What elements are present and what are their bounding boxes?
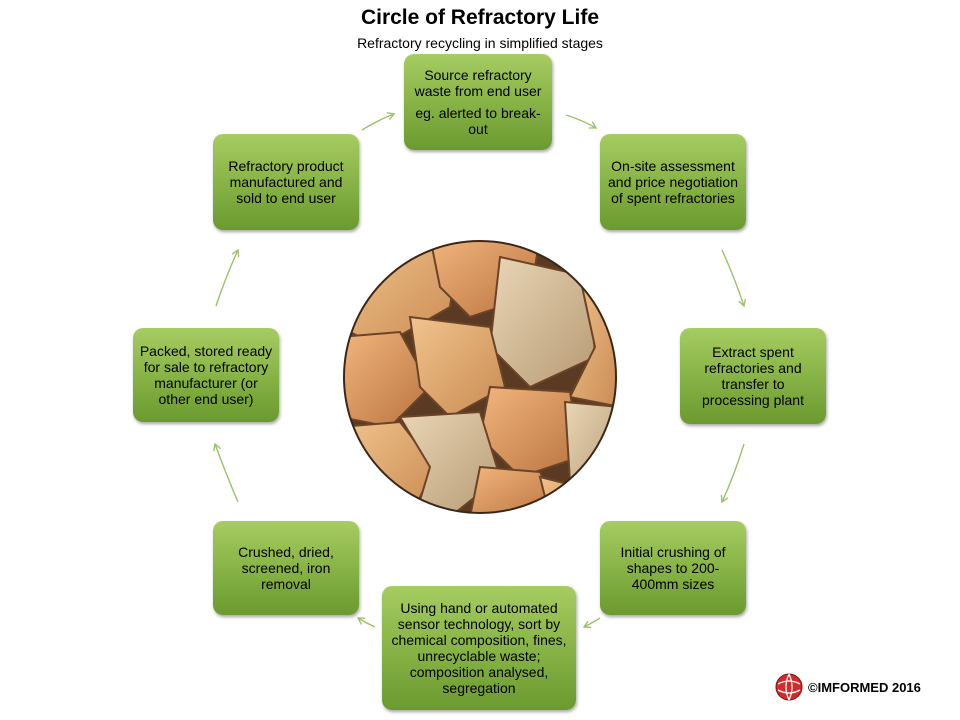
- stage-text: Initial crushing of shapes to 200-400mm …: [620, 544, 726, 592]
- copyright: ©IMFORMED 2016: [774, 672, 921, 702]
- stage-crushed-dried: Crushed, dried, screened, iron removal: [213, 521, 359, 615]
- stage-sorting: Using hand or automated sensor technolog…: [382, 586, 576, 710]
- stage-packed-stored: Packed, stored ready for sale to refract…: [133, 328, 279, 422]
- stage-initial-crushing: Initial crushing of shapes to 200-400mm …: [600, 521, 746, 615]
- stage-product-manufactured: Refractory product manufactured and sold…: [213, 134, 359, 230]
- stage-text: On-site assessment and price negotiation…: [608, 158, 738, 206]
- stage-onsite-assessment: On-site assessment and price negotiation…: [600, 134, 746, 230]
- imformed-logo-icon: [775, 673, 803, 701]
- diagram-subtitle: Refractory recycling in simplified stage…: [357, 35, 603, 51]
- refractory-bricks-photo: [343, 240, 617, 514]
- stage-text: Source refractory waste from end user: [414, 67, 542, 99]
- stage-text: Refractory product manufactured and sold…: [228, 158, 344, 206]
- arrow-7-to-8: [215, 248, 240, 307]
- arrow-2-to-3: [721, 249, 747, 308]
- stage-source-waste: Source refractory waste from end user eg…: [404, 54, 552, 150]
- diagram-title: Circle of Refractory Life: [360, 6, 600, 29]
- stage-text: Extract spent refractories and transfer …: [702, 344, 804, 408]
- stage-text: Packed, stored ready for sale to refract…: [139, 343, 273, 407]
- copyright-text: ©IMFORMED 2016: [808, 679, 921, 695]
- arrow-8-to-1: [361, 112, 396, 131]
- arrow-6-to-7: [213, 442, 239, 503]
- arrow-1-to-2: [565, 114, 598, 129]
- stage-extract-transfer: Extract spent refractories and transfer …: [680, 328, 826, 424]
- arrow-3-to-4: [720, 443, 745, 504]
- stage-subtext: eg. alerted to break-out: [415, 105, 541, 137]
- arrow-4-to-5: [582, 617, 601, 629]
- stage-text: Crushed, dried, screened, iron removal: [238, 544, 334, 592]
- arrow-5-to-6: [356, 617, 376, 628]
- stage-text: Using hand or automated sensor technolog…: [391, 600, 567, 696]
